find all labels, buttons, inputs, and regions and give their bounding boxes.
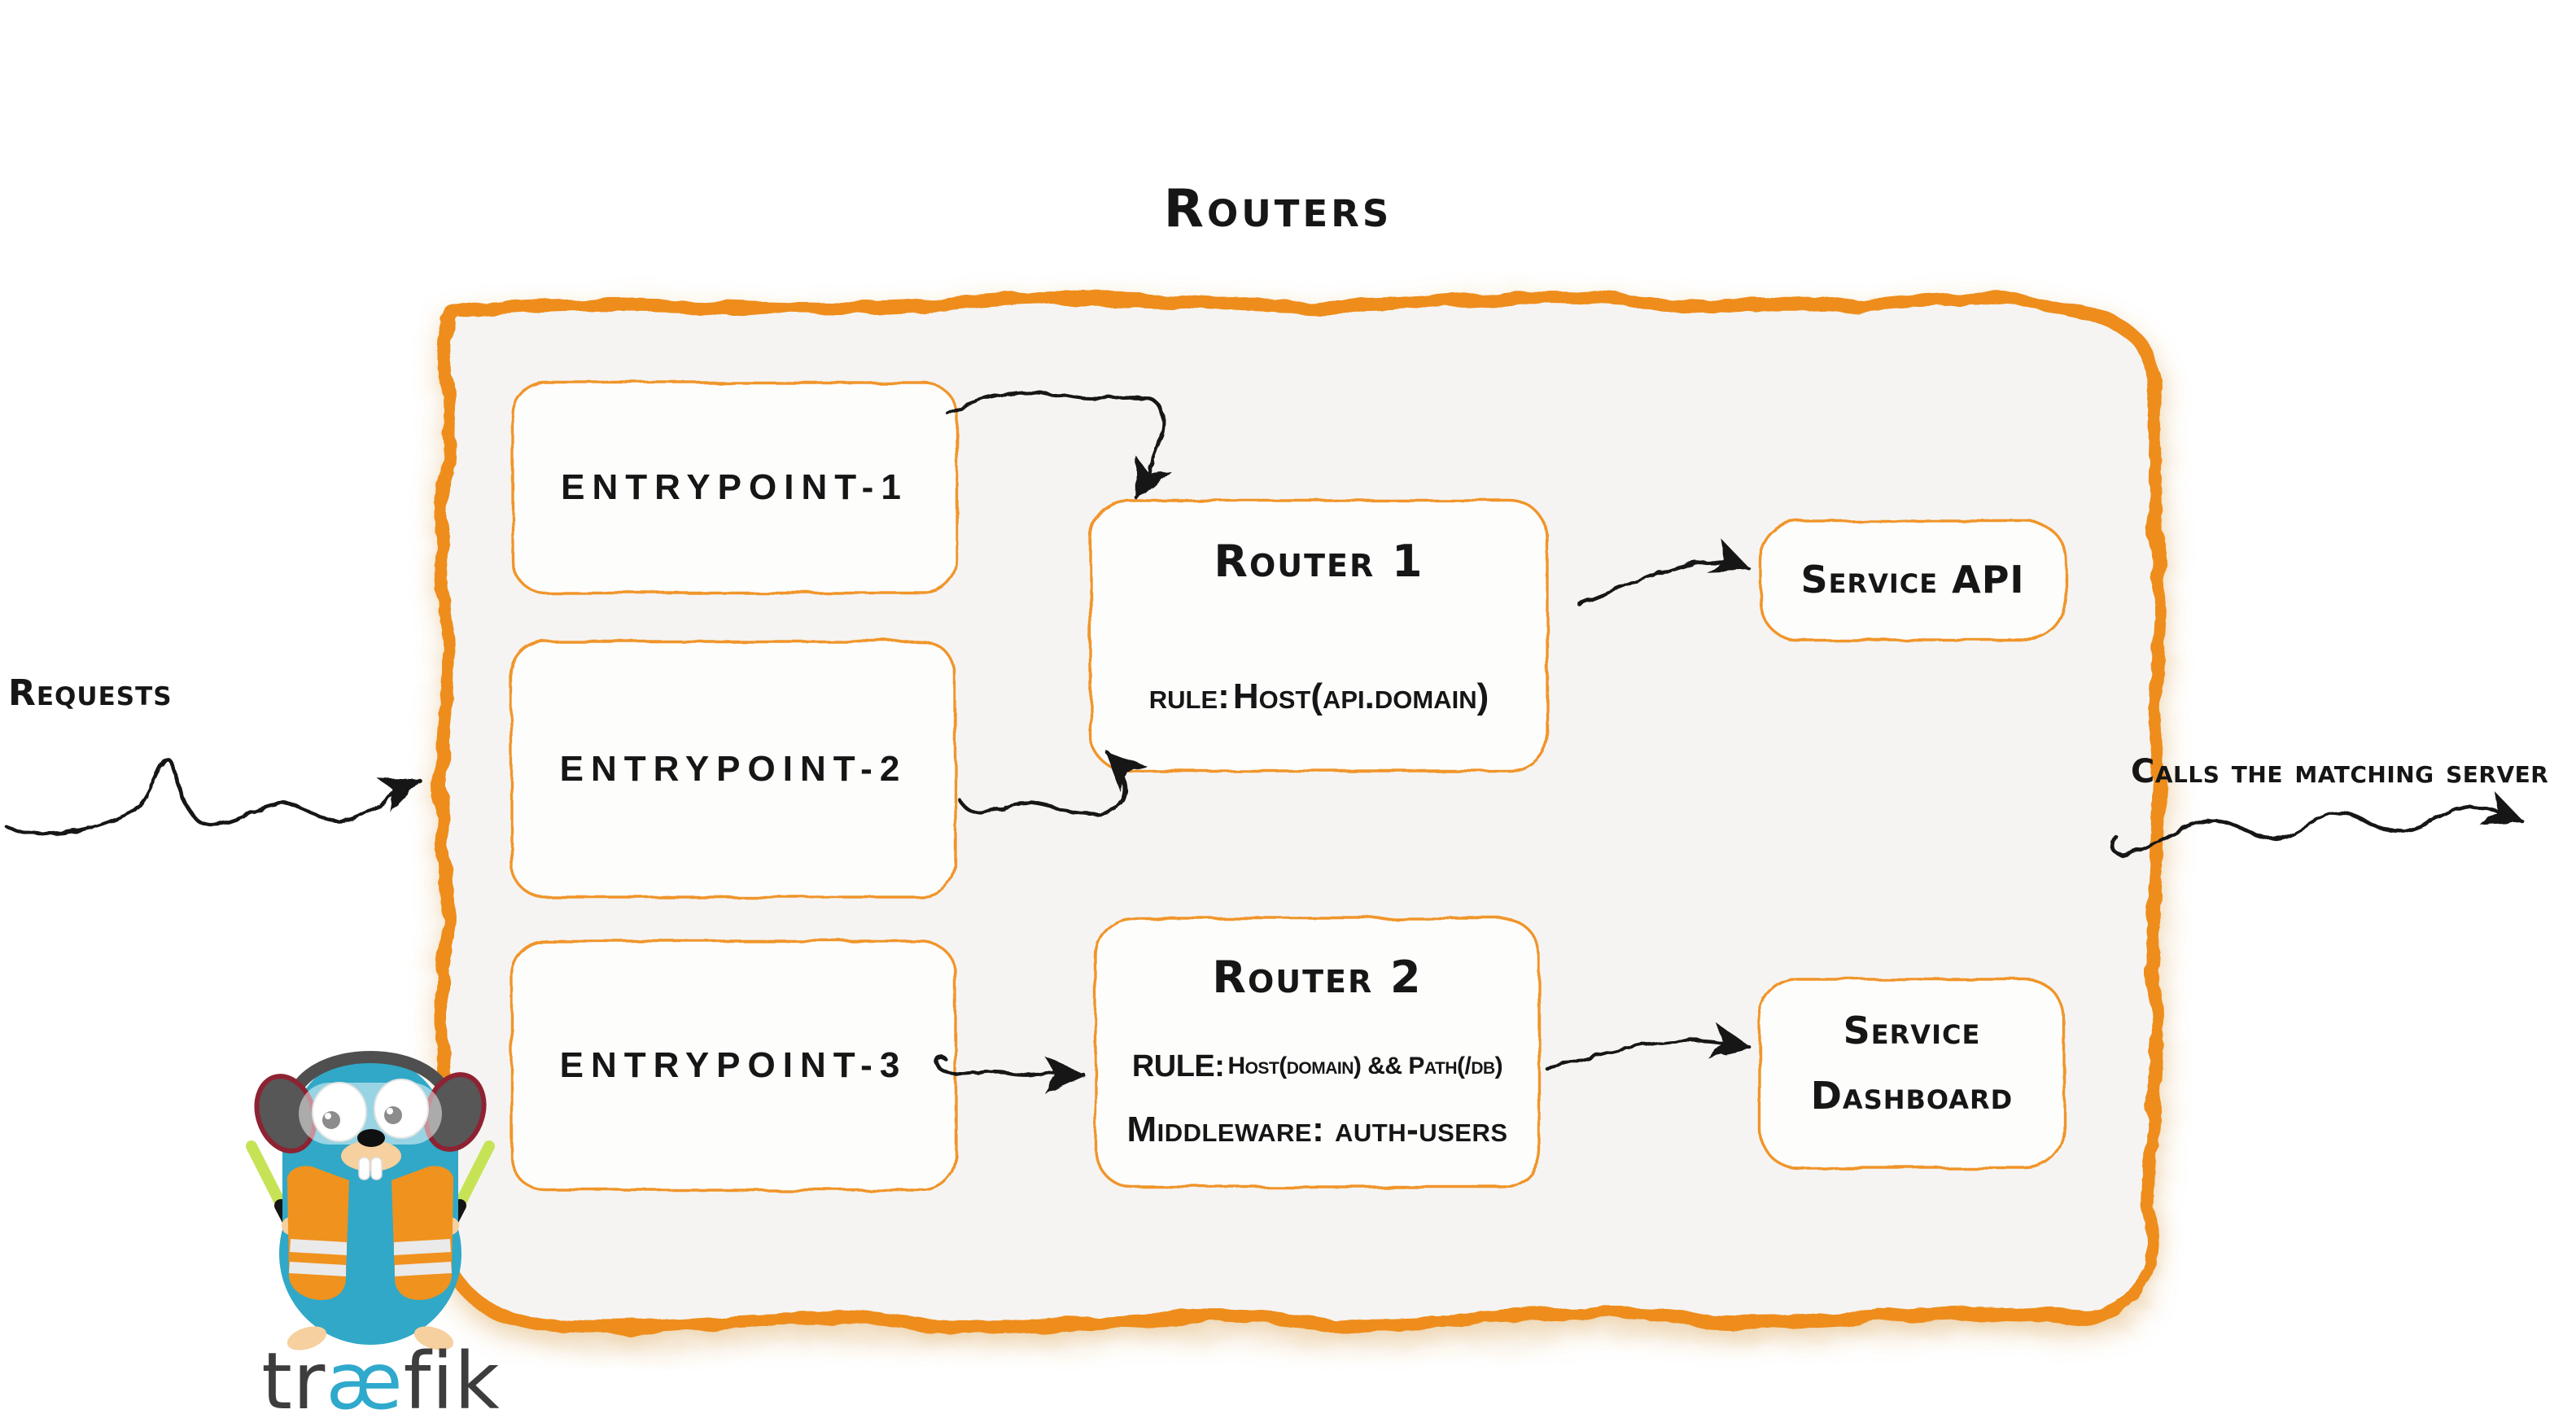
gopher-nose: [357, 1129, 385, 1147]
service-api-box: [1758, 519, 2067, 641]
router-2-rule: RULE: Host(domain) && Path(/db): [1096, 1045, 1539, 1088]
entrypoint-1-label: entrypoint-1: [561, 467, 908, 507]
safety-vest-left: [286, 1166, 349, 1300]
service-dashboard-label-line2: Dashboard: [1810, 1074, 2014, 1118]
gopher-eye-left: [312, 1082, 367, 1142]
safety-vest-right: [391, 1166, 454, 1300]
router-2-box: [1094, 917, 1541, 1188]
router-2-rule-value: Host(domain) && Path(/db): [1227, 1053, 1503, 1079]
wordmark-fik: fik: [403, 1336, 501, 1427]
glowstick-left: [246, 1140, 288, 1213]
wordmark-tr: tr: [261, 1336, 326, 1427]
arrow-requests: [4, 756, 422, 836]
entrypoint-1-box: [511, 381, 958, 594]
router-1-rule-prefix: rule:: [1148, 676, 1230, 716]
gopher-foot-right: [413, 1326, 454, 1350]
gopher-foot-left: [286, 1326, 327, 1350]
router-2-middleware: Middleware: auth-users: [1126, 1110, 1508, 1149]
router-1-title: Router 1: [1214, 536, 1424, 587]
diagram-title: Routers: [1163, 179, 1393, 239]
arrow-calls-server: [2111, 790, 2526, 857]
arrow-router2-to-service-dashboard: [1544, 1022, 1752, 1070]
arrow-entrypoint3-to-router2: [934, 1056, 1087, 1094]
glowstick-right: [453, 1140, 495, 1213]
requests-label: Requests: [8, 672, 173, 714]
entrypoint-3-box: [510, 939, 957, 1192]
service-dashboard-label-line1: Service: [1843, 1009, 1981, 1053]
wordmark-ae: æ: [326, 1336, 404, 1427]
arrow-router1-to-service-api: [1577, 538, 1752, 606]
router-2-rule-prefix: RULE:: [1131, 1049, 1225, 1083]
router-1-rule-value: Host(api.domain): [1232, 676, 1489, 716]
router-1-box: [1089, 499, 1549, 773]
service-api-label: Service API: [1800, 558, 2025, 602]
entrypoint-3-label: entrypoint-3: [559, 1045, 908, 1085]
router-1-rule: rule: Host(api.domain): [1091, 671, 1547, 723]
gopher-eye-right: [374, 1079, 429, 1139]
router-2-title: Router 2: [1212, 952, 1423, 1003]
arrow-entrypoint2-to-router1: [956, 750, 1148, 816]
gopher-muzzle: [341, 1140, 401, 1171]
traefik-gopher-logo: [246, 1051, 495, 1350]
entrypoint-2-label: entrypoint-2: [559, 749, 908, 789]
calls-matching-server-label: Calls the matching server: [2131, 753, 2549, 790]
entrypoint-2-box: [510, 640, 957, 899]
service-dashboard-box: [1758, 978, 2066, 1170]
arrow-entrypoint1-to-router1: [946, 391, 1170, 501]
